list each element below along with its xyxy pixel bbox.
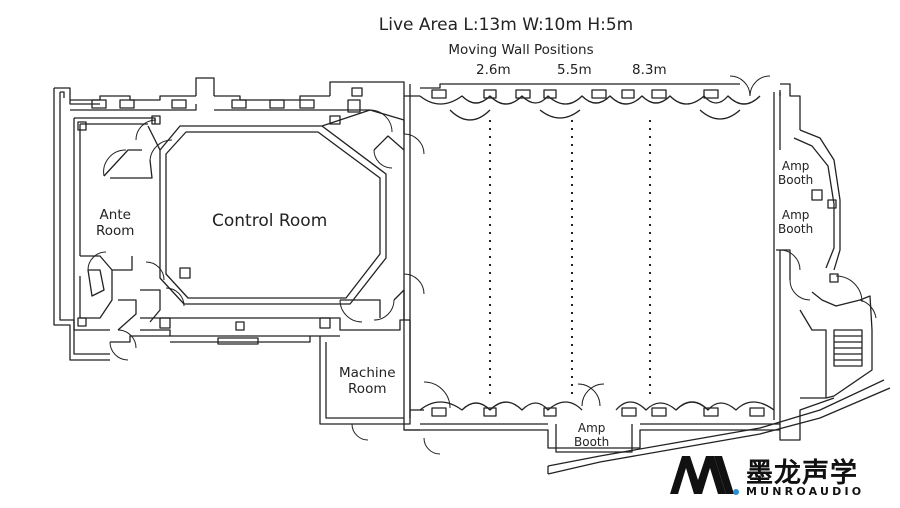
corridor-walls	[110, 109, 410, 345]
top-wall-left	[70, 77, 410, 113]
wall-position-label-3: 8.3m	[632, 62, 667, 78]
ante-room-walls	[73, 115, 161, 331]
top-diffusers	[419, 89, 761, 121]
page-title: Live Area L:13m W:10m H:5m	[378, 15, 634, 35]
moving-wall-subtitle: Moving Wall Positions	[448, 42, 594, 58]
bottom-diffusers	[419, 401, 775, 417]
amp-booth-label-3: Amp Booth	[574, 421, 610, 449]
live-area-walls	[403, 83, 891, 475]
amp-booth-label-2: Amp Booth	[778, 208, 814, 236]
control-room-label: Control Room	[212, 211, 328, 231]
machine-room-label: Machine Room	[339, 365, 396, 397]
munroaudio-logo-icon	[670, 456, 739, 495]
door-swings	[87, 75, 877, 455]
wall-position-label-2: 5.5m	[557, 62, 592, 78]
brand-name-english: MUNROAUDIO	[746, 485, 865, 498]
amp-booth-label-1: Amp Booth	[778, 159, 814, 187]
brand-name-chinese: 墨龙声学	[746, 458, 858, 489]
moving-wall-lines	[489, 120, 651, 394]
wall-position-label-1: 2.6m	[476, 62, 511, 78]
ante-room-label: Ante Room	[96, 207, 135, 239]
